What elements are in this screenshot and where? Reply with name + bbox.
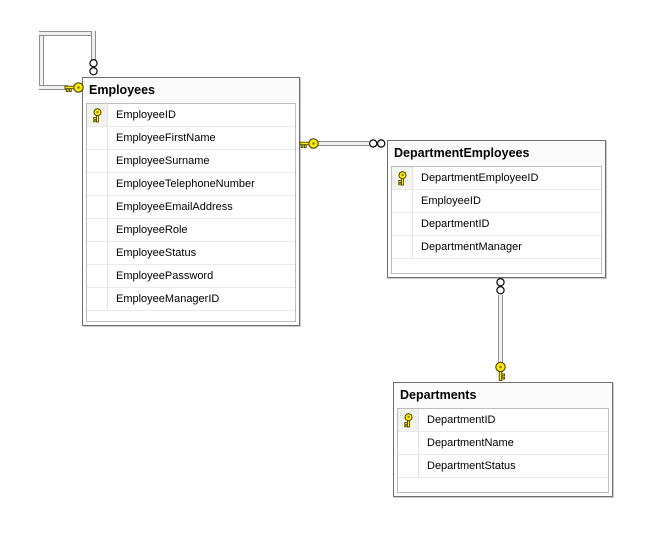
relationship-employees-self-segment[interactable] — [91, 31, 96, 60]
relationship-departments-departmentemployees-segment[interactable] — [498, 295, 503, 362]
column-name: EmployeeID — [116, 109, 176, 121]
key-icon[interactable] — [64, 81, 85, 94]
column-row[interactable]: DepartmentID — [392, 213, 601, 236]
column-name: DepartmentStatus — [427, 460, 516, 472]
row-selector — [87, 219, 108, 241]
column-row[interactable]: EmployeeFirstName — [87, 127, 295, 150]
relationship-employees-self-segment[interactable] — [39, 31, 44, 90]
column-name: EmployeeFirstName — [116, 132, 216, 144]
column-row[interactable]: EmployeeID — [392, 190, 601, 213]
column-name: EmployeeEmailAddress — [116, 201, 233, 213]
column-row[interactable]: DepartmentEmployeeID — [392, 167, 601, 190]
column-name: EmployeeTelephoneNumber — [116, 178, 255, 190]
table-body: DepartmentEmployeeID EmployeeID Department… — [391, 166, 602, 274]
column-name: EmployeeManagerID — [116, 293, 220, 305]
table-title: DepartmentEmployees — [388, 141, 605, 166]
relationship-employees-self-segment[interactable] — [39, 31, 96, 36]
key-icon[interactable] — [299, 137, 320, 150]
column-name: DepartmentID — [421, 218, 490, 230]
column-row[interactable]: DepartmentStatus — [398, 455, 608, 478]
column-name: EmployeeRole — [116, 224, 188, 236]
infinity-icon[interactable] — [368, 138, 387, 149]
column-row[interactable]: EmployeeTelephoneNumber — [87, 173, 295, 196]
row-selector — [87, 127, 108, 149]
primary-key-icon — [87, 104, 108, 126]
row-selector — [87, 196, 108, 218]
row-selector — [392, 236, 413, 258]
column-row[interactable]: EmployeeEmailAddress — [87, 196, 295, 219]
column-name: DepartmentEmployeeID — [421, 172, 539, 184]
column-row[interactable]: DepartmentID — [398, 409, 608, 432]
column-row[interactable]: DepartmentManager — [392, 236, 601, 259]
column-name: DepartmentID — [427, 414, 496, 426]
row-selector — [87, 288, 108, 310]
key-icon[interactable] — [494, 361, 507, 382]
row-selector — [392, 213, 413, 235]
column-name: EmployeeStatus — [116, 247, 197, 259]
table-department-employees[interactable]: DepartmentEmployees DepartmentEmployeeID… — [387, 140, 606, 278]
column-name: EmployeePassword — [116, 270, 214, 282]
row-selector — [87, 242, 108, 264]
column-name: EmployeeID — [421, 195, 481, 207]
column-row[interactable]: DepartmentName — [398, 432, 608, 455]
column-row[interactable]: EmployeeID — [87, 104, 295, 127]
column-name: EmployeeSurname — [116, 155, 210, 167]
row-selector — [398, 432, 419, 454]
infinity-icon[interactable] — [88, 58, 99, 77]
relationship-employees-self-segment[interactable] — [39, 85, 68, 90]
table-title: Departments — [394, 383, 612, 408]
column-row[interactable]: EmployeeStatus — [87, 242, 295, 265]
primary-key-icon — [398, 409, 419, 431]
column-name: DepartmentManager — [421, 241, 522, 253]
table-title: Employees — [83, 78, 299, 103]
infinity-icon[interactable] — [495, 277, 506, 296]
primary-key-icon — [392, 167, 413, 189]
column-row[interactable]: EmployeeManagerID — [87, 288, 295, 311]
column-row[interactable]: EmployeeSurname — [87, 150, 295, 173]
column-row[interactable]: EmployeeRole — [87, 219, 295, 242]
row-selector — [87, 173, 108, 195]
row-selector — [392, 190, 413, 212]
column-row[interactable]: EmployeePassword — [87, 265, 295, 288]
relationship-employees-departmentemployees-segment[interactable] — [318, 141, 369, 146]
row-selector — [87, 150, 108, 172]
row-selector — [398, 455, 419, 477]
column-name: DepartmentName — [427, 437, 514, 449]
row-selector — [87, 265, 108, 287]
